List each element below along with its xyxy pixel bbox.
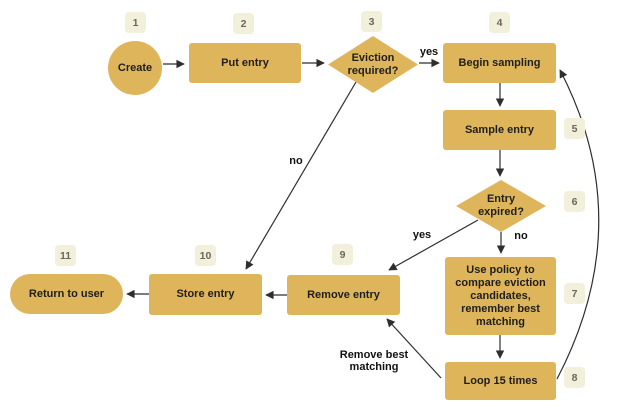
edge-expired-yes-to-remove	[388, 219, 479, 271]
step-badge-9: 9	[332, 244, 353, 265]
edge-loop-back-to-begin	[556, 69, 600, 380]
node-remove-entry[interactable]: Remove entry	[287, 275, 400, 315]
step-badge-5: 5	[564, 118, 585, 139]
node-return-to-user[interactable]: Return to user	[10, 274, 123, 314]
node-use-policy[interactable]: Use policy to compare eviction candidate…	[445, 257, 556, 335]
edge-label-eviction-no: no	[289, 155, 303, 167]
step-badge-4: 4	[489, 12, 510, 33]
edge-loop-to-remove	[386, 318, 442, 379]
step-badge-8: 8	[564, 367, 585, 388]
edge-label-expired-yes: yes	[412, 229, 432, 241]
edge-label-remove-best-matching: Remove best matching	[339, 349, 409, 373]
node-put-entry[interactable]: Put entry	[189, 43, 301, 83]
step-badge-11: 11	[55, 245, 76, 266]
node-create[interactable]: Create	[108, 41, 162, 95]
step-badge-1: 1	[125, 12, 146, 33]
step-badge-2: 2	[233, 13, 254, 34]
step-badge-3: 3	[361, 11, 382, 32]
node-sample-entry[interactable]: Sample entry	[443, 110, 556, 150]
step-badge-7: 7	[564, 283, 585, 304]
step-badge-6: 6	[564, 191, 585, 212]
edge-label-expired-no: no	[514, 230, 528, 242]
step-badge-10: 10	[195, 245, 216, 266]
node-store-entry[interactable]: Store entry	[149, 274, 262, 315]
edge-label-eviction-yes: yes	[419, 46, 439, 58]
node-loop-15-times[interactable]: Loop 15 times	[445, 362, 556, 400]
edge-eviction-no-to-store	[245, 81, 357, 270]
node-begin-sampling[interactable]: Begin sampling	[443, 43, 556, 83]
